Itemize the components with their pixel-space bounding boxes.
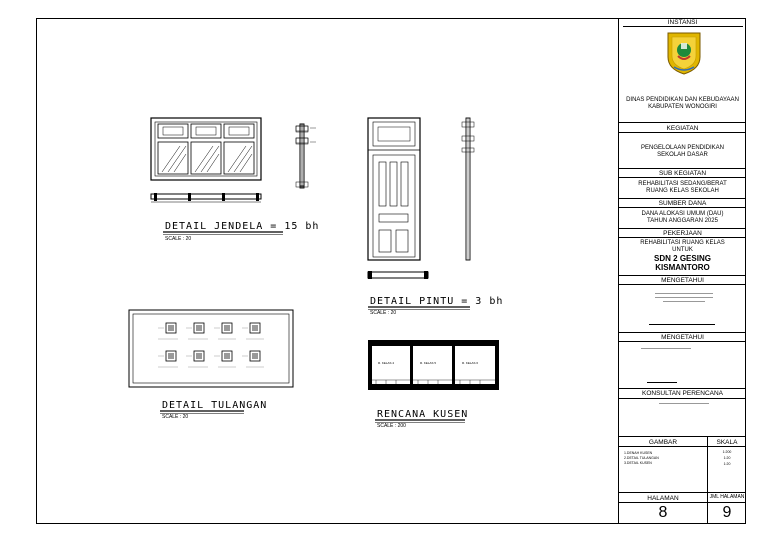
wonogiri-emblem-logo bbox=[667, 32, 701, 75]
halaman-divider bbox=[707, 492, 708, 524]
divider bbox=[619, 207, 746, 208]
kegiatan-value: PENGELOLAAN PENDIDIKAN SEKOLAH DASAR bbox=[640, 145, 725, 158]
pekerjaan-label: PEKERJAAN bbox=[663, 230, 702, 237]
signature-name-line-2 bbox=[647, 382, 677, 383]
kusen-plan-caption: RENCANA KUSEN bbox=[377, 409, 469, 420]
svg-text:R. KELAS 5: R. KELAS 5 bbox=[420, 361, 436, 365]
divider bbox=[619, 446, 746, 447]
sub-kegiatan-value: REHABILITASI SEDANG/BERAT RUANG KELAS SE… bbox=[638, 181, 727, 194]
tulangan-detail-caption: DETAIL TULANGAN bbox=[162, 400, 268, 411]
divider bbox=[619, 168, 746, 169]
instansi-label: INSTANSI bbox=[667, 19, 698, 26]
jml-halaman-label: JML HALAMAN bbox=[709, 494, 745, 500]
divider bbox=[619, 237, 746, 238]
window-elevation-drawing bbox=[150, 117, 309, 203]
kusen-plan-drawing: R. KELAS 4 R. KELAS 5 R. KELAS 6 bbox=[368, 340, 499, 390]
mengetahui-label-1: MENGETAHUI bbox=[661, 277, 704, 284]
divider bbox=[619, 492, 746, 493]
divider bbox=[619, 284, 746, 285]
halaman-number: 8 bbox=[658, 504, 668, 521]
skala-list: 1:200 1:20 1:20 bbox=[707, 449, 747, 467]
divider bbox=[619, 398, 746, 399]
divider bbox=[619, 275, 746, 276]
skala-item: 1:20 bbox=[723, 456, 731, 460]
kusen-plan-scale: SCALE : 200 bbox=[377, 423, 406, 429]
door-detail-caption: DETAIL PINTU = 3 bh bbox=[370, 296, 504, 307]
divider bbox=[619, 132, 746, 133]
konsultan-signature bbox=[659, 403, 709, 404]
signature-block-1 bbox=[649, 290, 719, 316]
divider bbox=[619, 177, 746, 178]
window-detail-scale: SCALE : 20 bbox=[165, 236, 192, 242]
tulangan-detail-scale: SCALE : 20 bbox=[162, 414, 189, 420]
kusen-caption-underline bbox=[375, 419, 465, 423]
skala-item: 1:200 bbox=[722, 450, 732, 454]
pekerjaan-value: REHABILITASI RUANG KELAS UNTUK bbox=[640, 240, 725, 253]
title-block: INSTANSI DINAS PENDIDIKAN DAN KEBUDAYAAN… bbox=[618, 18, 746, 524]
signature-name-line-1 bbox=[649, 324, 715, 325]
divider bbox=[619, 228, 746, 229]
drawing-sheet-border bbox=[36, 18, 746, 524]
jml-halaman-number: 9 bbox=[722, 504, 732, 521]
gambar-item: 3.DETAIL KUSEN bbox=[624, 461, 652, 465]
divider bbox=[619, 388, 746, 389]
kegiatan-label: KEGIATAN bbox=[666, 125, 699, 132]
reinforcement-detail-drawing bbox=[128, 309, 294, 388]
gambar-skala-divider bbox=[707, 436, 708, 492]
mengetahui-label-2: MENGETAHUI bbox=[661, 334, 704, 341]
divider bbox=[619, 332, 746, 333]
door-caption-underline bbox=[368, 306, 470, 310]
window-section-drawing bbox=[295, 123, 316, 189]
school-name: SDN 2 GESING KISMANTORO bbox=[654, 254, 711, 272]
door-elevation-drawing bbox=[367, 117, 429, 279]
gambar-list: 1.DENAH KUSEN 2.DETAIL TULANGAN 3.DETAIL… bbox=[624, 451, 704, 466]
divider bbox=[619, 436, 746, 437]
halaman-label: HALAMAN bbox=[647, 495, 679, 502]
skala-label: SKALA bbox=[716, 439, 738, 446]
konsultan-label: KONSULTAN PERENCANA bbox=[641, 390, 724, 397]
divider bbox=[619, 502, 746, 503]
door-section-drawing bbox=[461, 117, 475, 261]
window-caption-underline bbox=[163, 231, 283, 235]
gambar-item: 1.DENAH KUSEN bbox=[624, 451, 653, 455]
divider bbox=[623, 26, 743, 27]
gambar-item: 2.DETAIL TULANGAN bbox=[624, 456, 659, 460]
door-detail-scale: SCALE : 20 bbox=[370, 310, 397, 316]
skala-item: 1:20 bbox=[723, 462, 731, 466]
sumber-dana-value: DANA ALOKASI UMUM (DAU) TAHUN ANGGARAN 2… bbox=[641, 211, 724, 224]
sumber-dana-label: SUMBER DANA bbox=[658, 200, 707, 207]
sub-kegiatan-label: SUB KEGIATAN bbox=[658, 170, 707, 177]
divider bbox=[619, 198, 746, 199]
divider bbox=[619, 122, 746, 123]
divider bbox=[619, 341, 746, 342]
svg-text:R. KELAS 6: R. KELAS 6 bbox=[462, 361, 478, 365]
tulangan-caption-underline bbox=[160, 410, 244, 414]
svg-text:R. KELAS 4: R. KELAS 4 bbox=[378, 361, 394, 365]
signature-block-2 bbox=[641, 346, 691, 352]
gambar-label: GAMBAR bbox=[648, 439, 678, 446]
dinas-name: DINAS PENDIDIKAN DAN KEBUDAYAAN KABUPATE… bbox=[626, 97, 739, 110]
window-detail-caption: DETAIL JENDELA = 15 bh bbox=[165, 221, 320, 232]
